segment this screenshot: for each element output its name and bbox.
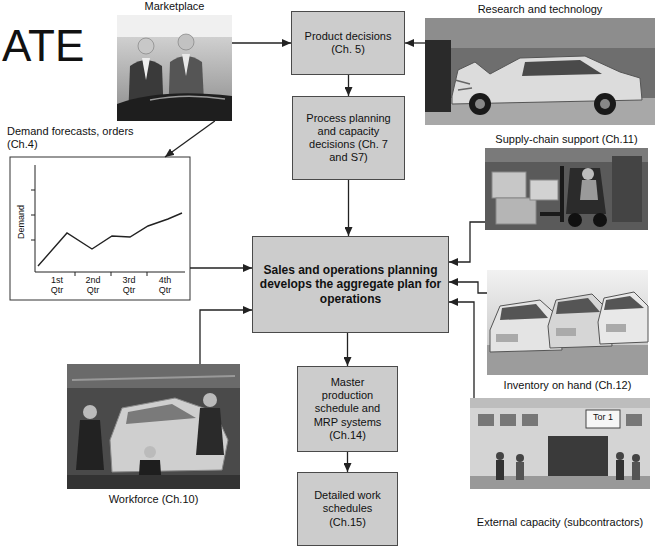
subcontractor-gate-photo bbox=[470, 398, 650, 489]
box-text: Master production schedule and MRP syste… bbox=[304, 376, 391, 442]
marketplace-photo-node: Marketplace bbox=[117, 15, 232, 121]
photo-caption: Supply-chain support (Ch.11) bbox=[495, 133, 637, 146]
connector-arrow bbox=[348, 180, 349, 236]
central-box: Sales and operations planning develops t… bbox=[252, 236, 449, 333]
supply-photo-node: Supply-chain support (Ch.11) bbox=[485, 148, 648, 230]
demand-chart bbox=[10, 157, 190, 300]
connector-arrow bbox=[165, 121, 215, 157]
workforce-photo-node: Workforce (Ch.10) bbox=[67, 364, 240, 489]
axis-tick-label: 4th Qtr bbox=[153, 276, 177, 296]
forklift-photo bbox=[485, 148, 648, 230]
connector-arrow bbox=[449, 282, 487, 293]
external-photo-node: External capacity (subcontractors) bbox=[470, 398, 650, 489]
axis-tick-label: 3rd Qtr bbox=[117, 276, 141, 296]
connector-arrow bbox=[190, 267, 252, 268]
process-box: Master production schedule and MRP syste… bbox=[297, 366, 398, 452]
title-fragment: ATE bbox=[2, 22, 84, 70]
photo-caption: Research and technology bbox=[478, 3, 603, 16]
axis-label: Demand bbox=[17, 205, 27, 239]
connector-arrow bbox=[449, 302, 474, 398]
connector-arrow bbox=[200, 310, 252, 364]
connector-arrow bbox=[348, 75, 349, 96]
box-text: Process planning and capacity decisions … bbox=[299, 112, 398, 165]
process-box: Process planning and capacity decisions … bbox=[292, 96, 405, 180]
axis-tick-label: 1st Qtr bbox=[45, 276, 69, 296]
process-box: Product decisions (Ch. 5) bbox=[291, 11, 405, 75]
connector-arrow bbox=[449, 222, 485, 262]
photo-caption: Workforce (Ch.10) bbox=[109, 493, 199, 506]
box-text: Product decisions (Ch. 5) bbox=[298, 30, 398, 56]
photo-caption: Demand forecasts, orders (Ch.4) bbox=[7, 125, 147, 151]
connector-arrow bbox=[232, 42, 291, 43]
axis-tick-label: 2nd Qtr bbox=[81, 276, 105, 296]
connector-arrow bbox=[347, 333, 348, 366]
photo-caption: External capacity (subcontractors) bbox=[477, 516, 643, 529]
connector-arrow bbox=[347, 452, 348, 472]
process-box: Detailed work schedules (Ch.15) bbox=[297, 472, 398, 546]
research-photo-node: Research and technology bbox=[425, 18, 655, 125]
marketplace-photo bbox=[117, 15, 232, 121]
connector-arrow bbox=[405, 42, 425, 43]
box-text: Sales and operations planning develops t… bbox=[259, 263, 442, 306]
box-text: Detailed work schedules (Ch.15) bbox=[304, 489, 391, 529]
assembly-line-photo bbox=[67, 364, 240, 489]
photo-caption: Inventory on hand (Ch.12) bbox=[504, 379, 632, 392]
crash-test-photo bbox=[425, 18, 655, 125]
photo-caption: Marketplace bbox=[145, 0, 205, 13]
sign-text: Tor 1 bbox=[593, 413, 613, 423]
inventory-photo-node: Inventory on hand (Ch.12) bbox=[487, 270, 648, 375]
parked-cars-photo bbox=[487, 270, 648, 375]
